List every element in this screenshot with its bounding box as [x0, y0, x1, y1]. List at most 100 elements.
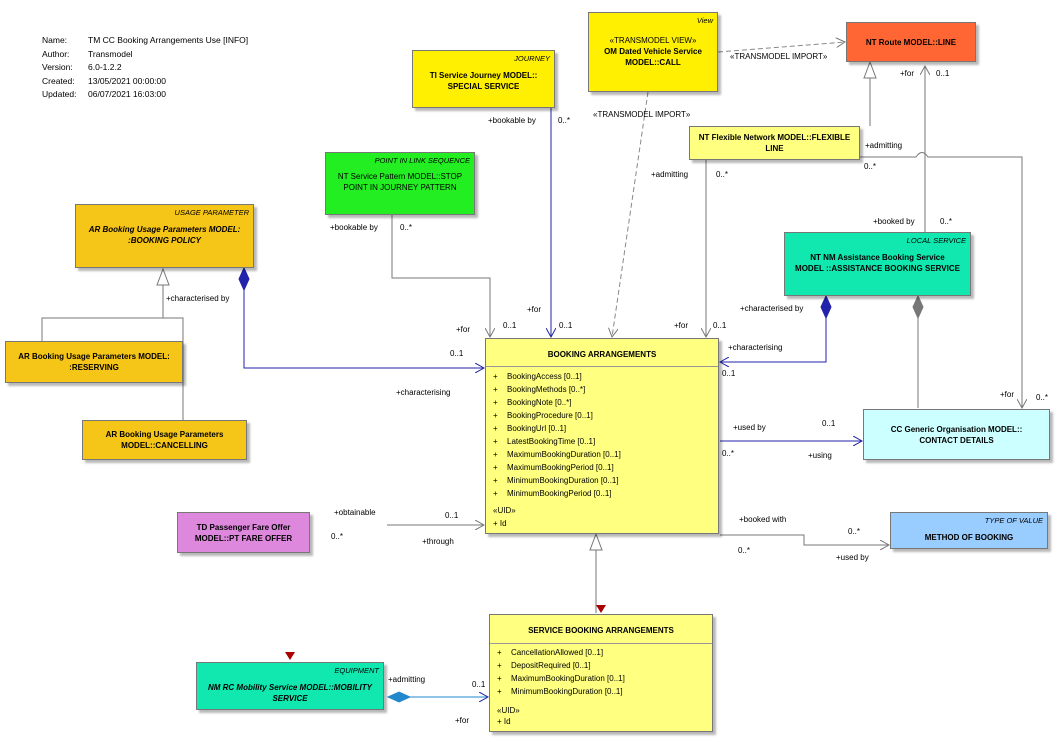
attribute: BookingProcedure [0..1]	[493, 409, 714, 422]
label-multiplicity: 0..*	[864, 162, 877, 171]
label-role: +for	[674, 321, 689, 330]
label-role: +characterising	[396, 388, 451, 397]
class-title-line: :RESERVING	[69, 363, 119, 372]
label-multiplicity: 0..*	[1036, 393, 1049, 402]
label-transmodel-import: «TRANSMODEL IMPORT»	[730, 52, 828, 61]
label-multiplicity: 0..1	[445, 511, 459, 520]
generalization-reserving-policy	[41, 317, 184, 420]
uid-attribute: + Id	[493, 519, 507, 528]
uid-attribute: + Id	[497, 717, 511, 726]
attribute: BookingUrl [0..1]	[493, 422, 714, 435]
label-role: +for	[527, 305, 542, 314]
attribute: MinimumBookingPeriod [0..1]	[493, 487, 714, 500]
label-multiplicity: 0..*	[331, 532, 344, 541]
label-role: +admitting	[388, 675, 426, 684]
label-role: +characterised by	[740, 304, 804, 313]
diamond-mobility	[386, 691, 412, 703]
class-title-line: MODEL::CANCELLING	[121, 441, 208, 450]
label-role: +bookable by	[330, 223, 378, 232]
class-nt-stop[interactable]: POINT IN LINK SEQUENCE NT Service Patter…	[325, 152, 475, 215]
meta-value: 06/07/2021 16:03:00	[88, 89, 166, 99]
diamond-policy	[238, 266, 250, 292]
class-om-call[interactable]: View «TRANSMODEL VIEW» OM Dated Vehicle …	[588, 12, 718, 92]
dependency-call-to-route	[717, 42, 845, 53]
class-title-line: TI Service Journey MODEL::	[429, 71, 538, 80]
class-title-line: AR Booking Usage Parameters	[105, 430, 224, 439]
stereotype: View	[696, 16, 713, 25]
class-nt-flex[interactable]: NT Flexible Network MODEL::FLEXIBLE LINE	[689, 126, 860, 160]
class-title-line: MODEL ::ASSISTANCE BOOKING SERVICE	[795, 264, 960, 273]
class-ar-reserving[interactable]: AR Booking Usage Parameters MODEL: :RESE…	[5, 341, 183, 383]
label-role: +characterising	[728, 343, 783, 352]
diamond-assist-contact	[912, 294, 924, 320]
class-title-line: OM Dated Vehicle Service	[604, 47, 702, 56]
label-multiplicity: 0..*	[722, 449, 735, 458]
label-multiplicity: 0..*	[558, 116, 571, 125]
meta-key: Name:	[42, 35, 68, 45]
label-role: +characterised by	[166, 294, 230, 303]
composition-policy-booking	[243, 290, 484, 368]
class-booking-arrangements[interactable]: BOOKING ARRANGEMENTS BookingAccess [0..1…	[485, 338, 719, 534]
label-multiplicity: 0..*	[738, 546, 751, 555]
class-title: BOOKING ARRANGEMENTS	[547, 350, 657, 359]
class-title-line: POINT IN JOURNEY PATTERN	[343, 183, 457, 192]
label-multiplicity: 0..*	[848, 527, 861, 536]
attribute: BookingAccess [0..1]	[493, 370, 714, 383]
class-cc-contact[interactable]: CC Generic Organisation MODEL:: CONTACT …	[863, 409, 1050, 460]
label-multiplicity: 0..*	[716, 170, 729, 179]
stereotype: EQUIPMENT	[334, 666, 379, 675]
meta-key: Created:	[42, 75, 75, 86]
label-role: +booked by	[873, 217, 915, 226]
class-nm-assist[interactable]: LOCAL SERVICE NT NM Assistance Booking S…	[784, 232, 971, 296]
label-role: +obtainable	[334, 508, 376, 517]
meta-value: 6.0-1.2.2	[88, 62, 122, 72]
attribute-list: CancellationAllowed [0..1] DepositRequir…	[497, 646, 708, 698]
attribute: MaximumBookingDuration [0..1]	[493, 448, 714, 461]
class-td-fare[interactable]: TD Passenger Fare Offer MODEL::PT FARE O…	[177, 512, 310, 553]
diagram-metadata: Name:TM CC Booking Arrangements Use [INF…	[42, 34, 248, 102]
class-ar-cancelling[interactable]: AR Booking Usage Parameters MODEL::CANCE…	[82, 420, 247, 460]
association-stop-booking	[391, 215, 490, 337]
generalization-head-booking	[589, 532, 603, 551]
attribute: CancellationAllowed [0..1]	[497, 646, 708, 659]
attribute: MinimumBookingDuration [0..1]	[493, 474, 714, 487]
class-title-line: MODEL::PT FARE OFFER	[194, 533, 293, 543]
stereotype: POINT IN LINK SEQUENCE	[374, 156, 470, 165]
label-role: +for	[900, 69, 915, 78]
attribute: MaximumBookingDuration [0..1]	[497, 672, 708, 685]
class-title-line: NT Service Pattern MODEL::STOP	[337, 172, 463, 181]
class-nt-route[interactable]: NT Route MODEL::LINE	[846, 22, 976, 62]
attribute-list: BookingAccess [0..1] BookingMethods [0..…	[493, 370, 714, 500]
class-ar-policy[interactable]: USAGE PARAMETER AR Booking Usage Paramet…	[75, 204, 254, 268]
class-title-line: LINE	[765, 144, 784, 153]
class-title-line: AR Booking Usage Parameters MODEL:	[18, 352, 170, 361]
attribute: MaximumBookingPeriod [0..1]	[493, 461, 714, 474]
class-title-line: NT NM Assistance Booking Service	[810, 253, 945, 262]
attribute: LatestBookingTime [0..1]	[493, 435, 714, 448]
label-role: +bookable by	[488, 116, 536, 125]
marker-red-service-booking	[596, 605, 606, 613]
meta-value: 13/05/2021 00:00:00	[88, 75, 166, 86]
class-service-booking-arrangements[interactable]: SERVICE BOOKING ARRANGEMENTS Cancellatio…	[489, 614, 713, 732]
label-role: +used by	[836, 553, 869, 562]
stereotype: USAGE PARAMETER	[174, 208, 249, 217]
diamond-assist	[820, 294, 832, 320]
class-title-line: :BOOKING POLICY	[128, 236, 201, 245]
label-role: +for	[456, 325, 471, 334]
label-role: +for	[1000, 390, 1015, 399]
class-title-line: AR Booking Usage Parameters MODEL:	[88, 225, 241, 234]
dependency-call-to-booking	[612, 91, 649, 337]
class-title: NT Route MODEL::LINE	[865, 37, 957, 47]
class-method-of-booking[interactable]: TYPE OF VALUE METHOD OF BOOKING	[890, 512, 1048, 549]
stereotype: LOCAL SERVICE	[906, 236, 966, 245]
stereotype: JOURNEY	[514, 54, 550, 63]
class-title-line: TD Passenger Fare Offer	[196, 522, 291, 532]
class-title-line: CC Generic Organisation MODEL::	[890, 424, 1023, 434]
class-title-line: CONTACT DETAILS	[919, 435, 994, 445]
attribute: BookingNote [0..*]	[493, 396, 714, 409]
class-title: METHOD OF BOOKING	[924, 533, 1014, 542]
label-multiplicity: 0..1	[503, 321, 517, 330]
class-nm-mobility[interactable]: EQUIPMENT NM RC Mobility Service MODEL::…	[196, 662, 384, 710]
class-ti-journey[interactable]: JOURNEY TI Service Journey MODEL:: SPECI…	[412, 50, 555, 108]
